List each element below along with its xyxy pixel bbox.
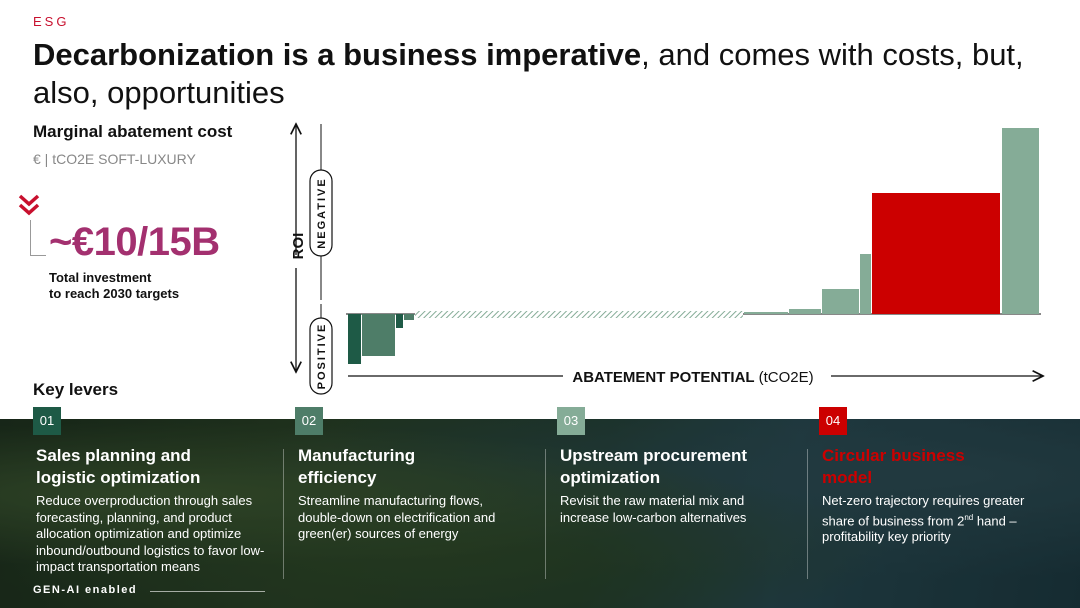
lever-04-desc: Net-zero trajectory requires greater sha… (822, 493, 1047, 546)
title-rest: , and comes with costs, but, also, oppor… (33, 37, 1024, 110)
lever-04-title: Circular business model (822, 445, 1062, 489)
lever-02-desc: Streamline manufacturing flows, double-d… (298, 493, 496, 541)
positive-pill (309, 317, 333, 395)
page-title: Decarbonization is a business imperative… (33, 36, 1043, 112)
bracket-line (30, 220, 46, 256)
mac-title: Marginal abatement cost (33, 122, 233, 141)
gen-ai-note: GEN-AI enabled (33, 584, 138, 596)
lever-01-number: 01 (39, 413, 55, 428)
bar-4 (404, 314, 414, 320)
lever-02-title: Manufacturing efficiency (298, 445, 538, 489)
positive-label: POSITIVE (316, 323, 328, 390)
lever-04-desc-pre: Net-zero trajectory requires greater sha… (822, 493, 1025, 528)
lever-03-title-line2: optimization (560, 468, 661, 487)
abatement-axis-label: ABATEMENT POTENTIAL (tCO2E) (572, 369, 813, 386)
bar-2 (362, 314, 395, 356)
section-tag: ESG (33, 14, 70, 29)
title-bold: Decarbonization is a business imperative (33, 37, 642, 72)
lever-03-title-line1: Upstream procurement (560, 446, 748, 465)
mac-subtitle: € | tCO2E SOFT-LUXURY (33, 151, 196, 167)
bar-1 (348, 314, 361, 364)
lever-02-title-line2: efficiency (298, 468, 377, 487)
bar-5-hatched (415, 311, 743, 318)
lever-04-number: 04 (825, 413, 841, 428)
key-levers-title: Key levers (33, 380, 119, 399)
lever-03-number: 03 (563, 413, 579, 428)
lever-01-badge: 01 (33, 407, 61, 435)
negative-label: NEGATIVE (316, 177, 328, 248)
bar-7 (789, 309, 821, 314)
lever-04-desc-post: hand – profitability key priority (822, 512, 1017, 545)
lever-04-badge: 04 (819, 407, 847, 435)
lever-01-desc: Reduce overproduction through sales fore… (36, 493, 265, 574)
lever-04-title-line1: Circular business (822, 446, 965, 465)
roi-label: ROI (290, 233, 307, 260)
investment-value: ~€10/15B (49, 220, 220, 264)
lever-02-badge: 02 (295, 407, 323, 435)
lever-02-number: 02 (301, 413, 317, 428)
investment-desc-line1: Total investment (49, 270, 152, 285)
bar-10-red (872, 193, 1000, 314)
lever-01-title: Sales planning and logistic optimization (36, 445, 276, 489)
lever-01-title-line2: logistic optimization (36, 468, 201, 487)
lever-03-badge: 03 (557, 407, 585, 435)
bar-8 (822, 289, 859, 314)
lever-divider-1 (283, 449, 284, 579)
lever-04-title-line2: model (822, 468, 873, 487)
investment-desc-line2: to reach 2030 targets (49, 286, 180, 301)
lever-01-title-line1: Sales planning and (36, 446, 191, 465)
lever-03-title: Upstream procurement optimization (560, 445, 800, 489)
abatement-label-unit: (tCO2E) (759, 369, 814, 386)
lever-04-desc-sup: nd (964, 512, 974, 522)
forest-background (0, 419, 1080, 608)
lever-divider-3 (807, 449, 808, 579)
investment-description: Total investment to reach 2030 targets (49, 270, 269, 302)
bar-9 (860, 254, 871, 314)
lever-divider-2 (545, 449, 546, 579)
abatement-label-bold: ABATEMENT POTENTIAL (572, 369, 754, 386)
bar-3 (396, 314, 403, 328)
bar-6 (744, 312, 788, 314)
gen-ai-line (150, 591, 265, 592)
double-chevron-down-icon (18, 194, 40, 216)
mac-chart: ROI NEGATIVE POSITIVE ABATEMENT POTENTIA… (290, 0, 1080, 395)
bar-11 (1002, 128, 1039, 314)
lever-03-desc: Revisit the raw material mix and increas… (560, 493, 747, 525)
lever-02-title-line1: Manufacturing (298, 446, 416, 465)
